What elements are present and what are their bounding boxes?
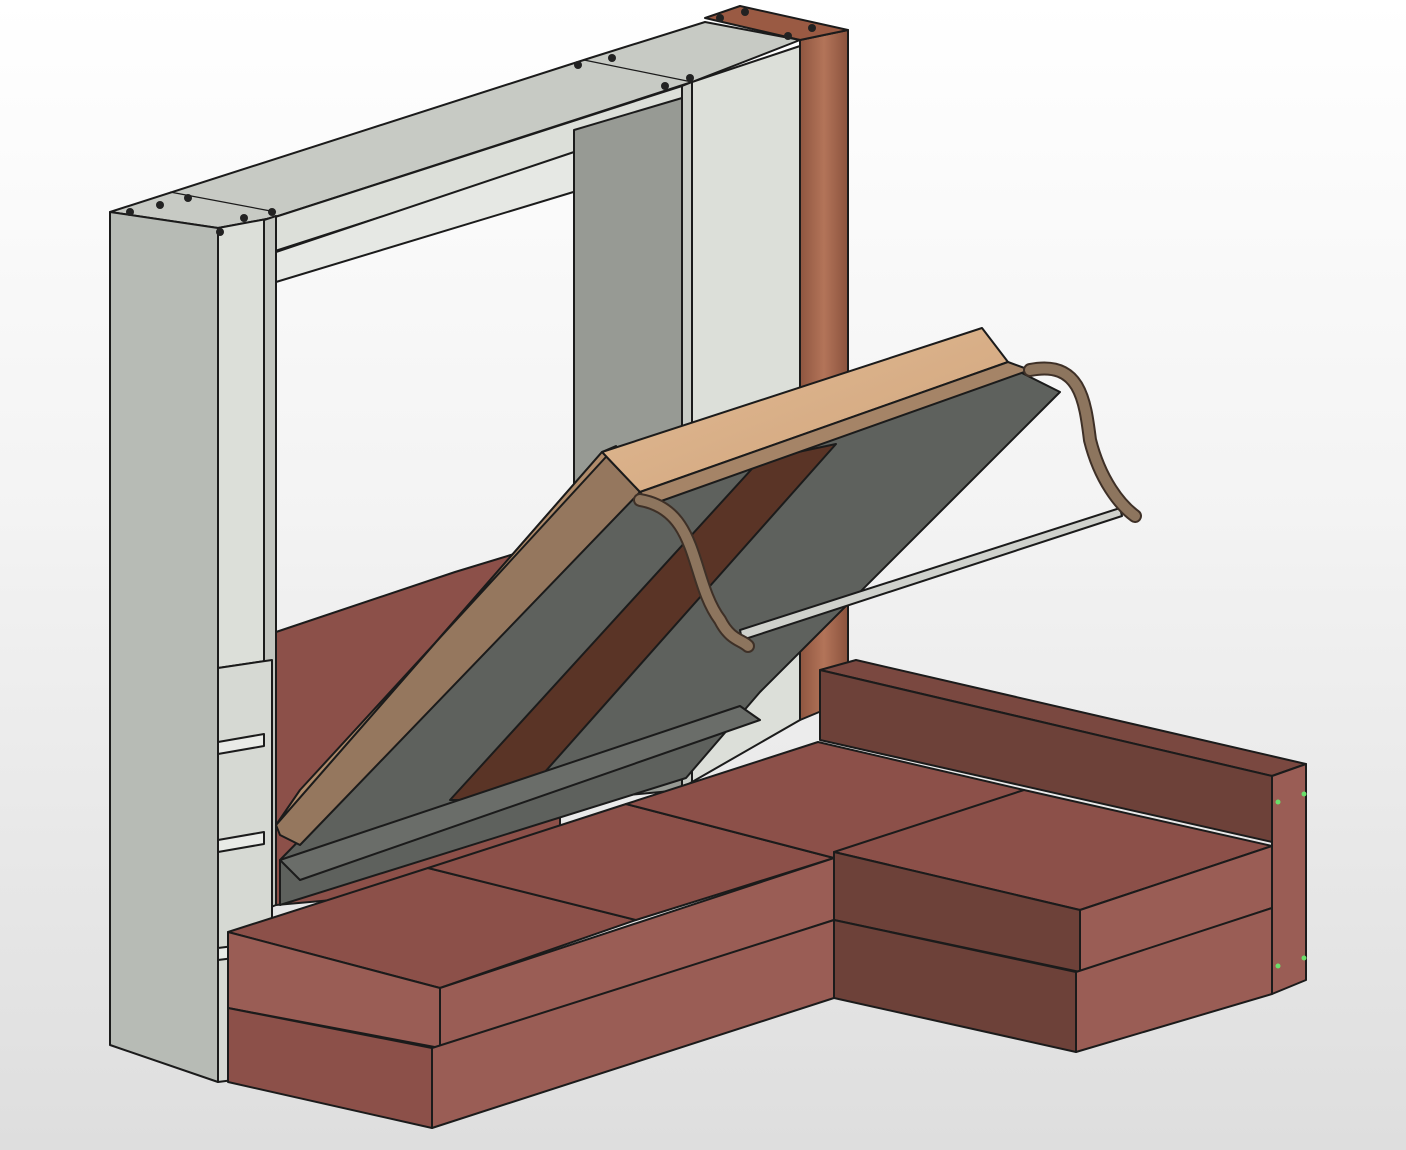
chaise-base-right (1075, 907, 1273, 1053)
sofa-arm-right-front (1271, 763, 1307, 995)
sectional-sofa (227, 659, 1307, 1129)
bed-lower-edge (279, 705, 761, 881)
sofa-connector-dots (1275, 791, 1307, 969)
hardware-screws (126, 8, 816, 236)
shelf-1 (217, 733, 265, 755)
left-column-side (109, 211, 219, 1083)
shelf-2 (217, 831, 265, 853)
murphy-bed (275, 327, 1142, 906)
